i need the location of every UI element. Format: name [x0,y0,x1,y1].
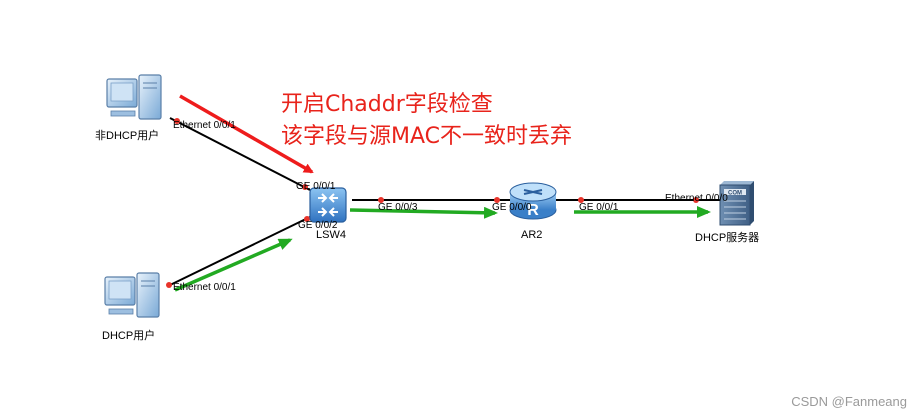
switch-label: LSW4 [316,229,346,241]
green-arrow-dhcp-to-switch [174,238,293,292]
watermark: CSDN @Fanmeang [791,394,907,409]
port-label-ar-ge1: GE 0/0/1 [579,202,619,213]
router-label: AR2 [521,229,543,241]
annotation-line-2: 该字段与源MAC不一致时丢弃 [281,124,573,149]
port-label-server-eth: Ethernet 0/0/0 [665,193,728,204]
red-arrow [179,94,314,174]
router-icon[interactable]: R [509,182,557,220]
pc-top-label: 非DHCP用户 [95,130,160,142]
annotation-line-1: 开启Chaddr字段检查 [281,92,493,117]
svg-text:COM: COM [728,191,742,197]
link-pctop-switch [169,117,311,191]
port-dots [166,118,699,288]
pc-icon[interactable] [104,272,160,318]
port-label-sw-ge3: GE 0/0/3 [378,202,418,213]
port-label-ar-ge0: GE 0/0/0 [492,202,532,213]
pc-bottom-label: DHCP用户 [102,330,156,342]
switch-icon[interactable] [309,187,347,223]
svg-text:R: R [527,202,539,219]
port-label-sw-ge1: GE 0/0/1 [296,181,336,192]
port-label-sw-ge2: GE 0/0/2 [298,220,338,231]
server-icon[interactable]: COM [719,181,754,226]
link-pcbottom-switch [167,215,313,287]
server-label: DHCP服务器 [695,232,760,244]
pc-icon[interactable] [106,74,162,120]
port-label-pc-top-eth: Ethernet 0/0/1 [173,120,236,131]
port-label-pc-bottom-eth: Ethernet 0/0/1 [173,282,236,293]
green-arrow-switch-to-router [349,206,498,219]
